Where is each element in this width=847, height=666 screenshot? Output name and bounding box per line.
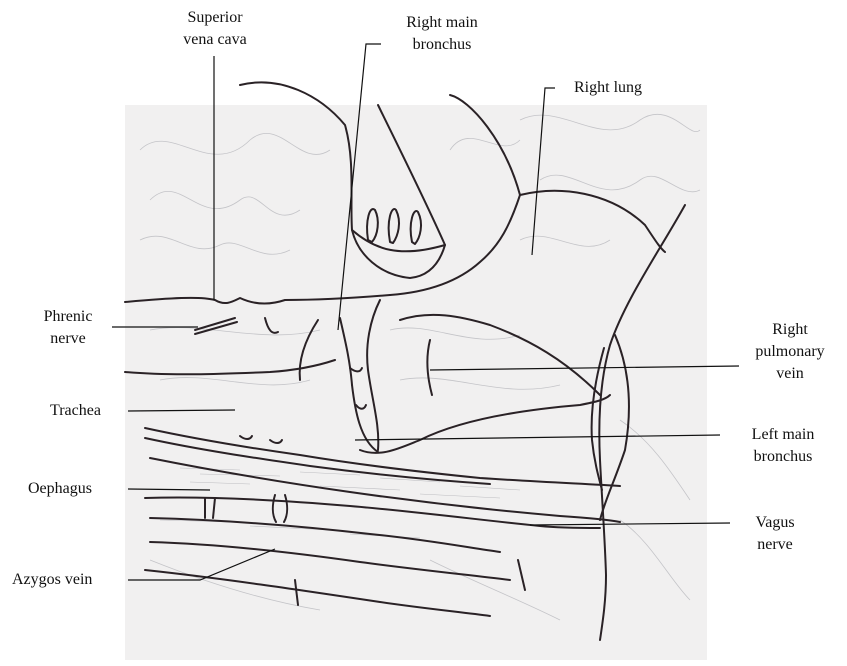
label-phrenic-nerve-line2: nerve	[28, 328, 108, 350]
label-right-pulmonary-vein: Right pulmonary vein	[740, 319, 840, 385]
label-right-pulmonary-vein-line2: pulmonary	[740, 341, 840, 363]
label-vagus-nerve: Vagus nerve	[735, 512, 815, 556]
label-left-main-bronchus: Left main bronchus	[728, 424, 838, 468]
label-phrenic-nerve-line1: Phrenic	[28, 306, 108, 328]
label-vagus-nerve-line2: nerve	[735, 534, 815, 556]
label-phrenic-nerve: Phrenic nerve	[28, 306, 108, 350]
label-right-pulmonary-vein-line3: vein	[740, 363, 840, 385]
label-azygos-vein: Azygos vein	[12, 569, 92, 591]
label-oesophagus: Oephagus	[28, 478, 92, 500]
label-trachea: Trachea	[50, 400, 101, 422]
label-right-pulmonary-vein-line1: Right	[740, 319, 840, 341]
label-superior-vena-cava-line2: vena cava	[172, 29, 258, 51]
label-right-main-bronchus: Right main bronchus	[387, 12, 497, 56]
label-left-main-bronchus-line2: bronchus	[728, 446, 838, 468]
label-right-main-bronchus-line1: Right main	[387, 12, 497, 34]
label-superior-vena-cava-line1: Superior	[172, 7, 258, 29]
label-right-main-bronchus-line2: bronchus	[387, 34, 497, 56]
label-vagus-nerve-line1: Vagus	[735, 512, 815, 534]
label-right-lung: Right lung	[574, 77, 642, 99]
label-left-main-bronchus-line1: Left main	[728, 424, 838, 446]
paper-background	[125, 105, 707, 660]
label-superior-vena-cava: Superior vena cava	[172, 7, 258, 51]
